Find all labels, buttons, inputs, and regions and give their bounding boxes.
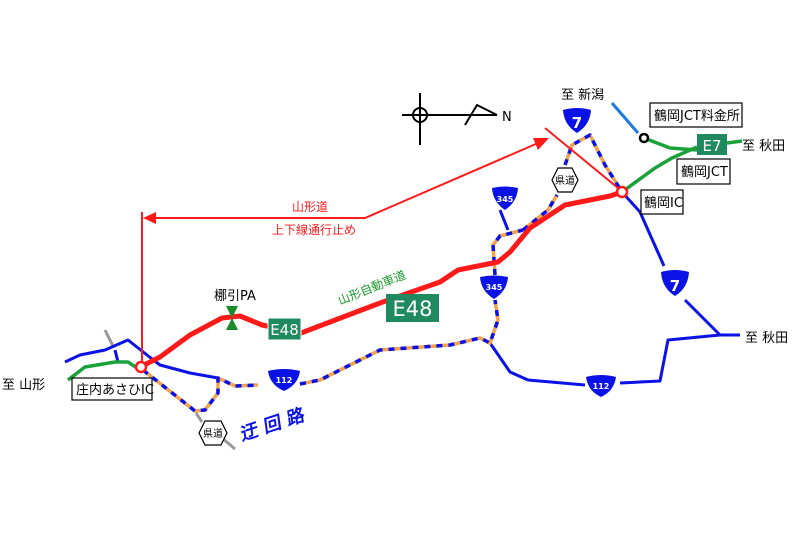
svg-text:112: 112: [276, 376, 293, 385]
route-7-shield-top: 7: [563, 108, 591, 133]
road-to-niigata: [610, 102, 640, 134]
tsuruoka-ic-marker: [615, 185, 629, 199]
closure-extent-arrow: [141, 127, 619, 362]
pref-road-sign-2: 県道: [198, 420, 228, 446]
detour-route: [141, 133, 624, 413]
svg-text:県道: 県道: [555, 174, 575, 187]
shonai-asahi-ic-marker: [134, 360, 148, 374]
expressway-west: [66, 360, 141, 382]
route-345-shield-top: 345: [492, 186, 518, 210]
dest-akita-e7: 至 秋田: [742, 139, 785, 154]
route-112-shield-right: 112: [586, 375, 616, 397]
dest-yamagata: 至 山形: [2, 378, 45, 393]
closed-route-e48: [138, 189, 623, 370]
tsuruoka-jct-toll-label: 鶴岡JCT料金所: [654, 108, 740, 124]
pref-road-sign-1: 県道: [551, 167, 579, 193]
route-7-shield-right: 7: [661, 270, 689, 296]
svg-text:E48: E48: [270, 321, 299, 339]
route-112-shield-left: 112: [268, 369, 300, 391]
tsuruoka-ic-label: 鶴岡IC: [644, 195, 683, 211]
e48-sign-large: E48: [386, 294, 439, 322]
route-112-east: [488, 342, 586, 387]
closure-status-label: 上下線通行止め: [272, 222, 356, 237]
e48-sign-small: E48: [267, 317, 302, 341]
svg-text:345: 345: [497, 195, 514, 204]
route-7-south: [620, 190, 666, 267]
svg-text:112: 112: [593, 382, 610, 391]
north-label: N: [502, 110, 512, 125]
nagibiki-pa-label: 梛引PA: [214, 289, 256, 304]
svg-text:E48: E48: [393, 297, 433, 321]
svg-text:7: 7: [572, 114, 582, 132]
route-345-shield-mid: 345: [480, 275, 508, 299]
svg-text:県道: 県道: [203, 427, 223, 440]
e7-sign: E7: [697, 134, 727, 155]
route-112-west: [64, 338, 219, 380]
dest-niigata: 至 新潟: [561, 87, 604, 103]
svg-text:345: 345: [486, 283, 503, 292]
parking-area-icon: [226, 306, 238, 330]
compass: N: [402, 93, 512, 145]
toll-gate-marker: [638, 132, 650, 144]
svg-text:E7: E7: [702, 137, 721, 155]
shonai-asahi-ic-label: 庄内あさひIC: [76, 382, 154, 398]
svg-text:7: 7: [670, 277, 680, 295]
closure-road-label: 山形道: [292, 200, 328, 214]
tsuruoka-jct-label: 鶴岡JCT: [681, 164, 728, 180]
detour-label: 迂 回 路: [240, 403, 307, 446]
dest-akita-r7: 至 秋田: [745, 331, 788, 346]
e7-expressway: [620, 145, 698, 194]
